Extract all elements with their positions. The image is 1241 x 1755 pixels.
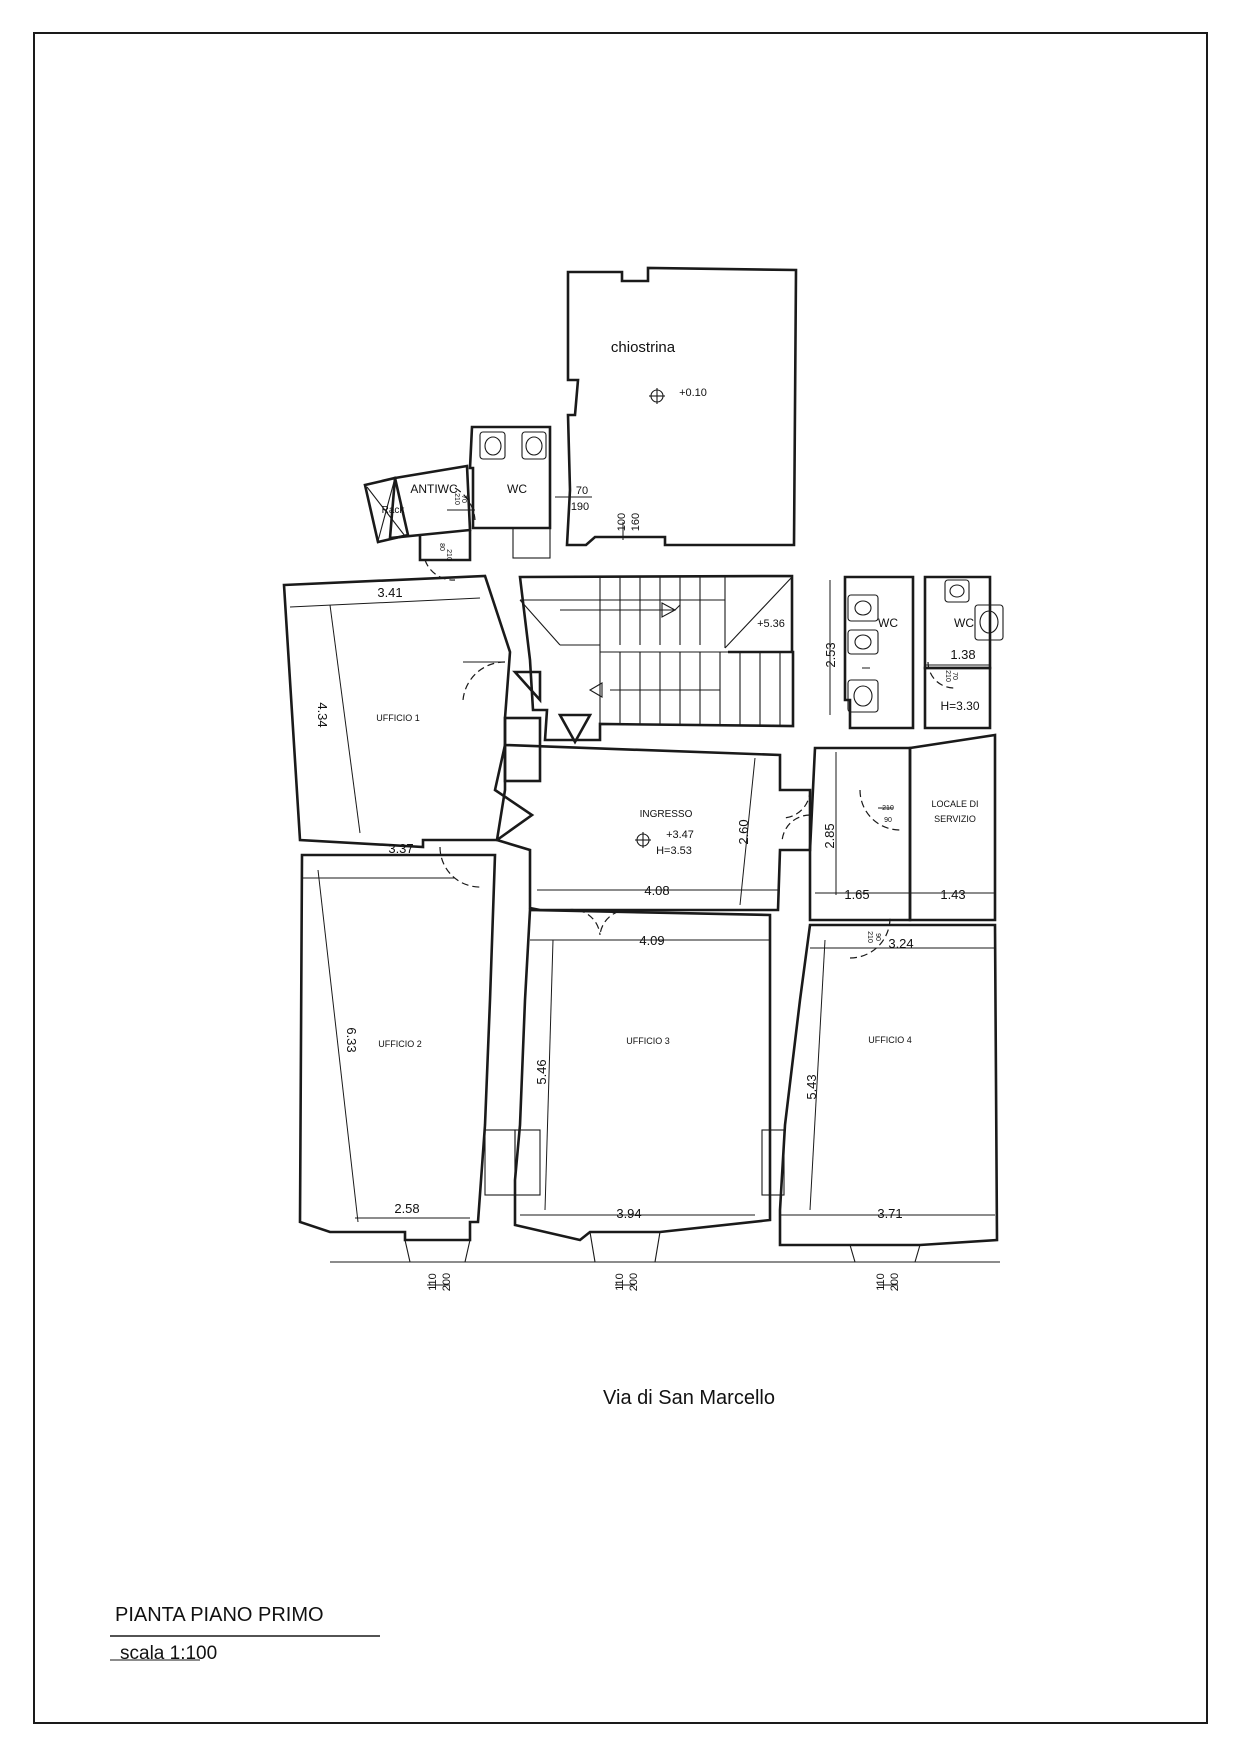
room-labels: chiostrina +0.10 WC ANTIWC Rack +5.36 UF… bbox=[376, 339, 980, 1049]
chiostrina-outline bbox=[565, 266, 798, 547]
ingresso-height: H=3.53 bbox=[656, 845, 692, 857]
win2-w: 110 bbox=[614, 1273, 626, 1291]
win2-h: 200 bbox=[628, 1273, 640, 1291]
antiwc-door-h: 210 bbox=[453, 493, 460, 505]
dim-u3-depth: 5.46 bbox=[534, 1059, 549, 1084]
landing-arrow-2 bbox=[557, 713, 593, 745]
wc-right-lower-outline bbox=[923, 666, 992, 730]
u4-door-w: 90 bbox=[874, 933, 881, 941]
dim-ingresso-width: 4.08 bbox=[644, 883, 669, 898]
ufficio3-outline bbox=[513, 908, 772, 1242]
u2-radiator bbox=[484, 1129, 516, 1196]
win1-h: 200 bbox=[441, 1273, 453, 1291]
antiwc-door2: 80 bbox=[438, 543, 445, 551]
ingresso-outline bbox=[493, 743, 812, 912]
sheet-frame bbox=[33, 32, 1208, 1724]
dim-corr-width: 1.65 bbox=[844, 887, 869, 902]
ufficio3-label: UFFICIO 3 bbox=[626, 1036, 670, 1046]
dim-u3-top: 4.09 bbox=[639, 933, 664, 948]
ufficio1-outline bbox=[282, 574, 512, 849]
dim-u2-depth: 6.33 bbox=[344, 1027, 359, 1052]
chiostrina-label: chiostrina bbox=[611, 339, 676, 356]
antiwc-door2-h: 210 bbox=[445, 549, 452, 561]
dim-u2-bottom: 2.58 bbox=[394, 1201, 419, 1216]
dim-u4-bottom: 3.71 bbox=[877, 1206, 902, 1221]
locale-outline bbox=[908, 733, 997, 922]
chiostrina-window-w: 100 bbox=[616, 513, 628, 531]
wc-right-a-label: WC bbox=[878, 616, 898, 630]
ufficio2-outline bbox=[298, 853, 497, 1242]
wc-right-a-outline bbox=[843, 575, 915, 730]
wc-window-h: 190 bbox=[571, 501, 589, 513]
dim-u1-depth: 4.34 bbox=[315, 702, 330, 727]
ufficio4-outline bbox=[778, 923, 999, 1247]
ufficio2-label: UFFICIO 2 bbox=[378, 1039, 422, 1049]
dim-wc-depth: 2.53 bbox=[823, 642, 838, 667]
ingresso-label: INGRESSO bbox=[640, 809, 693, 820]
sanitary-fixtures bbox=[479, 431, 1004, 713]
stair-level: +5.36 bbox=[757, 618, 785, 630]
u4-radiator bbox=[761, 1129, 785, 1196]
wc-top-label: WC bbox=[507, 482, 527, 496]
ufficio1-label: UFFICIO 1 bbox=[376, 713, 420, 723]
win1-w: 110 bbox=[427, 1273, 439, 1291]
rack-label: Rack bbox=[382, 505, 406, 516]
wc-right-height: H=3.30 bbox=[940, 699, 979, 713]
wc-door-h: 210 bbox=[944, 670, 951, 682]
u4-door-h: 210 bbox=[866, 931, 873, 943]
wc-top-outline bbox=[468, 425, 552, 530]
street-name: Via di San Marcello bbox=[603, 1387, 775, 1409]
antiwc-door-w: 70 bbox=[460, 495, 467, 503]
antiwc-passage bbox=[418, 530, 472, 562]
dimension-lines bbox=[289, 496, 995, 1286]
dim-u1-width: 3.41 bbox=[377, 585, 402, 600]
dim-u3-bottom: 3.94 bbox=[616, 1206, 641, 1221]
ingresso-level: +3.47 bbox=[666, 829, 694, 841]
pillar-block bbox=[503, 716, 542, 783]
wc-window-w: 70 bbox=[576, 485, 588, 497]
dim-u4-top: 3.24 bbox=[888, 936, 913, 951]
rack-outline bbox=[363, 476, 410, 544]
dim-wc-width: 1.38 bbox=[950, 647, 975, 662]
door-swings bbox=[424, 487, 955, 959]
dim-u2-top: 3.37 bbox=[388, 841, 413, 856]
stair-treads bbox=[519, 576, 793, 727]
drawing-title: PIANTA PIANO PRIMO bbox=[115, 1604, 324, 1626]
chiostrina-level: +0.10 bbox=[679, 387, 707, 399]
u3-radiator bbox=[514, 1129, 541, 1196]
win3-h: 200 bbox=[889, 1273, 901, 1291]
ufficio4-label: UFFICIO 4 bbox=[868, 1035, 912, 1045]
locale-label-1: LOCALE DI bbox=[931, 799, 978, 809]
shaft-square bbox=[512, 527, 551, 559]
antiwc-outline bbox=[388, 464, 472, 540]
dim-ingresso-depth: 2.60 bbox=[736, 819, 751, 844]
wc-door-w: 70 bbox=[951, 672, 958, 680]
dim-u4-depth: 5.43 bbox=[804, 1074, 819, 1099]
locale-door-h: 210 bbox=[882, 805, 894, 812]
antiwc-label: ANTIWC bbox=[410, 482, 458, 496]
level-markers bbox=[635, 388, 665, 848]
dimension-labels: 3.41 4.34 3.37 6.33 2.58 4.08 2.60 4.09 … bbox=[315, 585, 976, 1221]
win3-w: 110 bbox=[875, 1273, 887, 1291]
drawing-scale: scala 1:100 bbox=[120, 1643, 217, 1664]
wc-right-b-label: WC bbox=[954, 616, 974, 630]
opening-labels: 100 160 70 190 210 70 80 210 210 70 210 … bbox=[427, 485, 958, 1291]
chiostrina-window-h: 160 bbox=[630, 513, 642, 531]
dim-locale-width: 1.43 bbox=[940, 887, 965, 902]
locale-label-2: SERVIZIO bbox=[934, 814, 976, 824]
corridor-outline bbox=[808, 746, 912, 922]
locale-door-w: 90 bbox=[884, 817, 892, 824]
landing-arrow-1 bbox=[512, 670, 542, 704]
building-walls bbox=[282, 266, 1000, 1263]
dim-corr-depth: 2.85 bbox=[822, 823, 837, 848]
